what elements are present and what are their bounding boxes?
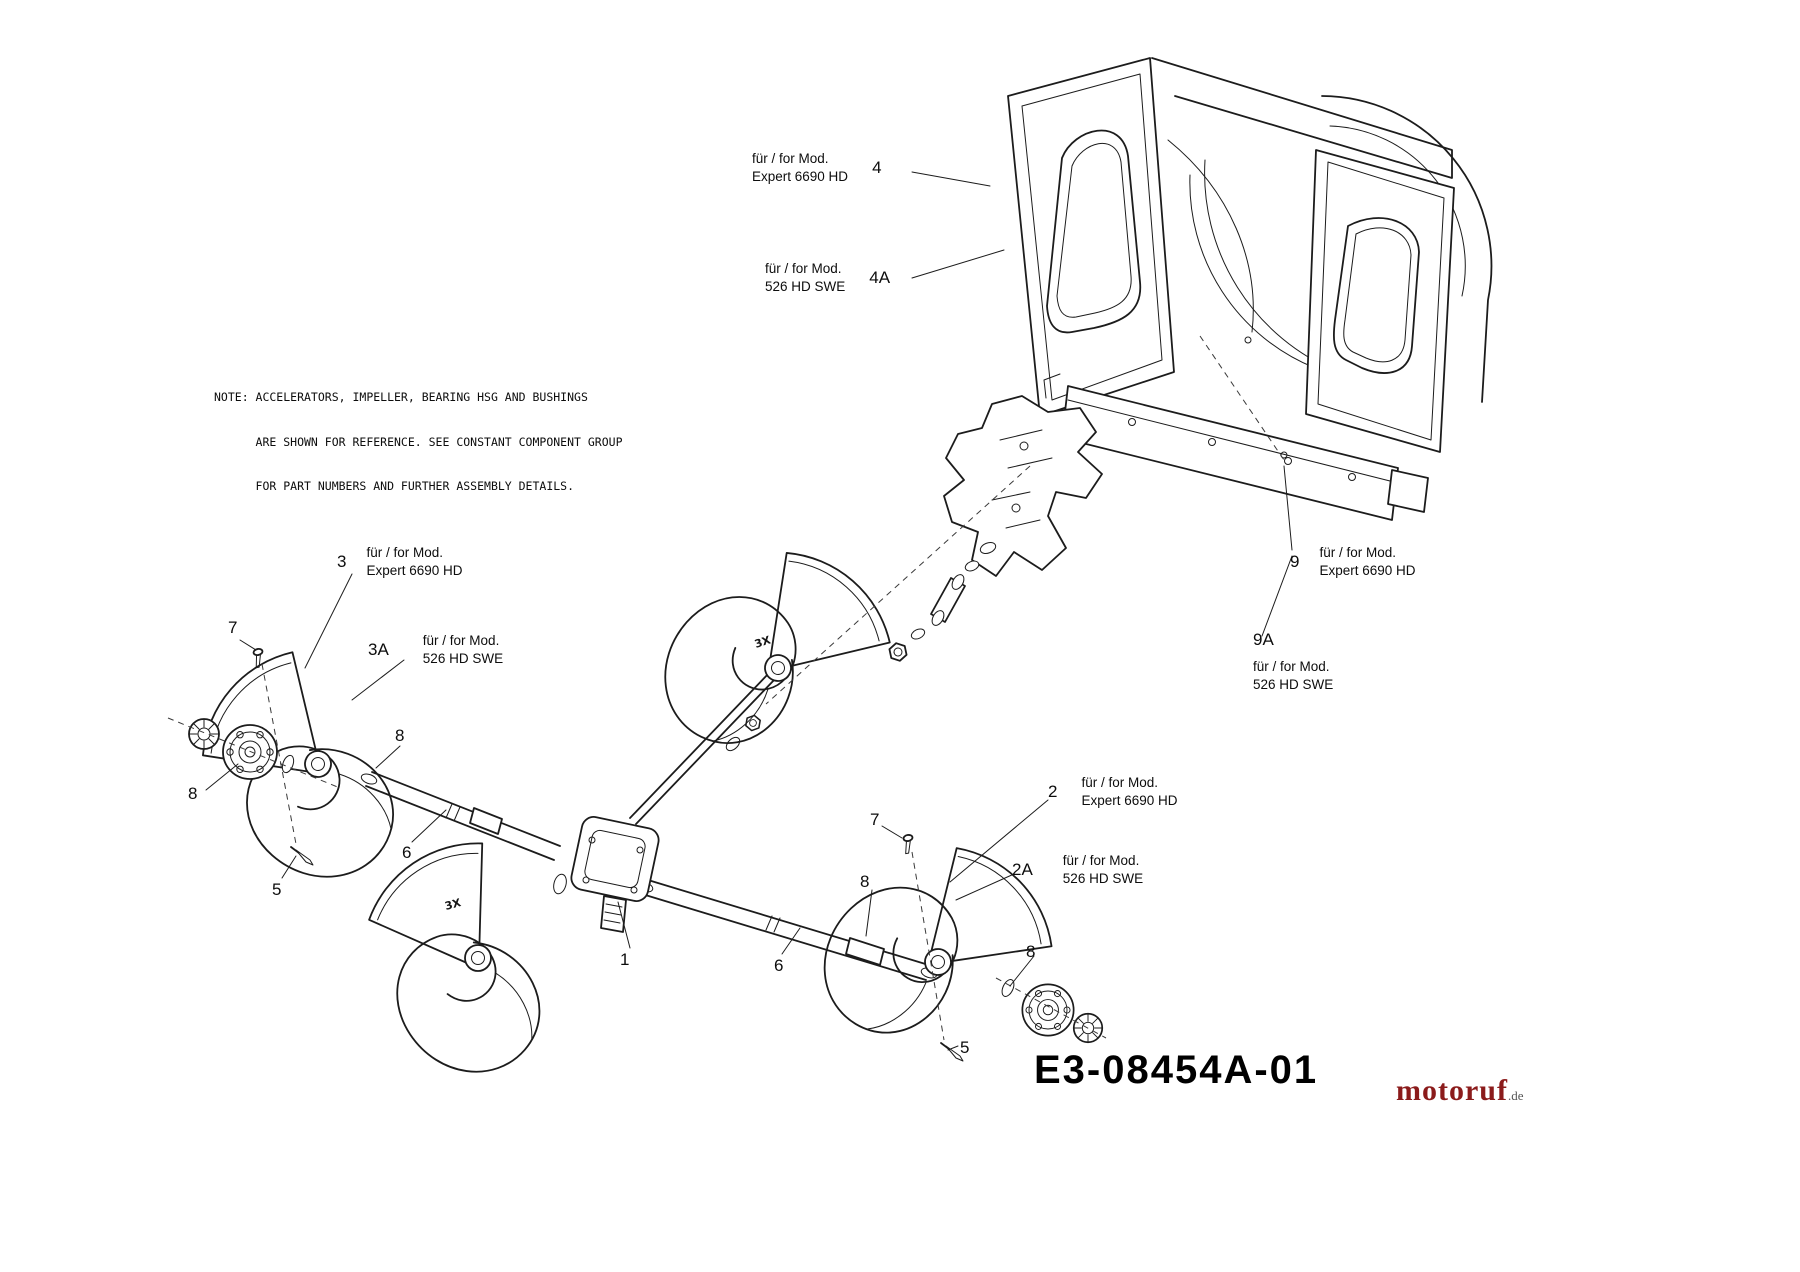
- auger-center-top: 3X: [638, 515, 910, 796]
- callout-8-lower-left: 8: [188, 784, 197, 804]
- model-note: für / for Mod.526 HD SWE: [765, 261, 846, 295]
- bearing-flange-icon: [1021, 983, 1075, 1037]
- part-number-label: 7: [228, 618, 238, 637]
- auger-housing: [1007, 57, 1493, 521]
- part-number-label: 2: [1048, 782, 1058, 802]
- callout-4a: für / for Mod.526 HD SWE 4A: [765, 260, 890, 296]
- model-note: für / for Mod.Expert 6690 HD: [1319, 545, 1416, 579]
- callout-8-right-shaft: 8: [860, 872, 869, 892]
- screw-icon: [290, 846, 314, 866]
- note-line: ARE SHOWN FOR REFERENCE. SEE CONSTANT CO…: [214, 434, 623, 449]
- part-number-label: 4A: [869, 268, 891, 288]
- hex-nut-icon: [886, 640, 910, 664]
- callout-1: 1: [620, 950, 629, 970]
- part-number-label: 8: [395, 726, 405, 745]
- auger-mark: 3X: [443, 896, 462, 913]
- gearbox: [553, 816, 660, 933]
- callout-6-right: 6: [774, 956, 783, 976]
- callout-7-right: 7: [870, 810, 879, 830]
- part-number-label: 5: [960, 1038, 970, 1057]
- callout-9: 9 für / for Mod.Expert 6690 HD: [1290, 544, 1416, 580]
- callout-5-left: 5: [272, 880, 281, 900]
- bearing-flange-icon: [222, 724, 278, 780]
- note-line: NOTE: ACCELERATORS, IMPELLER, BEARING HS…: [214, 390, 588, 405]
- part-number-label: 9: [1290, 552, 1300, 572]
- model-note: für / for Mod.526 HD SWE: [422, 633, 504, 667]
- part-number-label: 9A: [1253, 630, 1274, 649]
- note-line: FOR PART NUMBERS AND FURTHER ASSEMBLY DE…: [214, 478, 575, 493]
- callout-3a: 3A für / for Mod.526 HD SWE: [368, 632, 503, 668]
- callout-4: für / for Mod.Expert 6690 HD 4: [752, 150, 882, 186]
- callout-8-right-bearing: 8: [1026, 942, 1035, 962]
- callout-7-left: 7: [228, 618, 237, 638]
- model-note: für / for Mod.Expert 6690 HD: [366, 545, 463, 579]
- drive-knob-icon: [188, 718, 220, 750]
- part-number-label: 3: [337, 552, 347, 572]
- callout-9a: 9A für / for Mod.526 HD SWE: [1253, 630, 1333, 694]
- drawing-number: E3-08454A-01: [1034, 1048, 1319, 1092]
- callout-2: 2 für / for Mod.Expert 6690 HD: [1048, 774, 1178, 810]
- part-number-label: 6: [402, 843, 412, 862]
- part-number-label: 8: [1026, 942, 1036, 961]
- reference-note: NOTE: ACCELERATORS, IMPELLER, BEARING HS…: [214, 361, 623, 523]
- assembly-axis-lines: [167, 335, 1285, 1041]
- part-number-label: 2A: [1012, 860, 1033, 880]
- auger-shafts: [360, 671, 938, 981]
- callout-6-left: 6: [402, 843, 411, 863]
- part-number-label: 6: [774, 956, 784, 975]
- model-note: für / for Mod.Expert 6690 HD: [1081, 775, 1178, 809]
- part-number-label: 7: [870, 810, 880, 829]
- callout-2a: 2A für / for Mod.526 HD SWE: [1012, 852, 1143, 888]
- model-note: für / for Mod.526 HD SWE: [1062, 853, 1144, 887]
- model-note: für / for Mod.526 HD SWE: [1253, 659, 1334, 693]
- right-bearing-hardware: [901, 833, 1104, 1062]
- model-note: für / for Mod.Expert 6690 HD: [752, 151, 849, 185]
- part-number-label: 4: [872, 158, 882, 178]
- part-number-label: 5: [272, 880, 282, 899]
- logo-main: motoruf: [1396, 1074, 1508, 1107]
- part-number-label: 3A: [368, 640, 389, 660]
- bolt-icon: [901, 833, 916, 855]
- auger-mark: 3X: [753, 633, 773, 651]
- impeller-assembly: [886, 395, 1103, 664]
- callout-3: 3 für / for Mod.Expert 6690 HD: [337, 544, 463, 580]
- callout-8-upper-left: 8: [395, 726, 404, 746]
- part-number-label: 8: [860, 872, 870, 891]
- motoruf-logo: motoruf.de: [1396, 1074, 1524, 1108]
- callout-5-right: 5: [960, 1038, 969, 1058]
- part-number-label: 1: [620, 950, 630, 969]
- part-number-label: 8: [188, 784, 198, 803]
- auger-center-bottom: 3X: [322, 816, 608, 1102]
- callout-leader-lines: [205, 171, 1293, 1051]
- logo-suffix: .de: [1507, 1088, 1524, 1103]
